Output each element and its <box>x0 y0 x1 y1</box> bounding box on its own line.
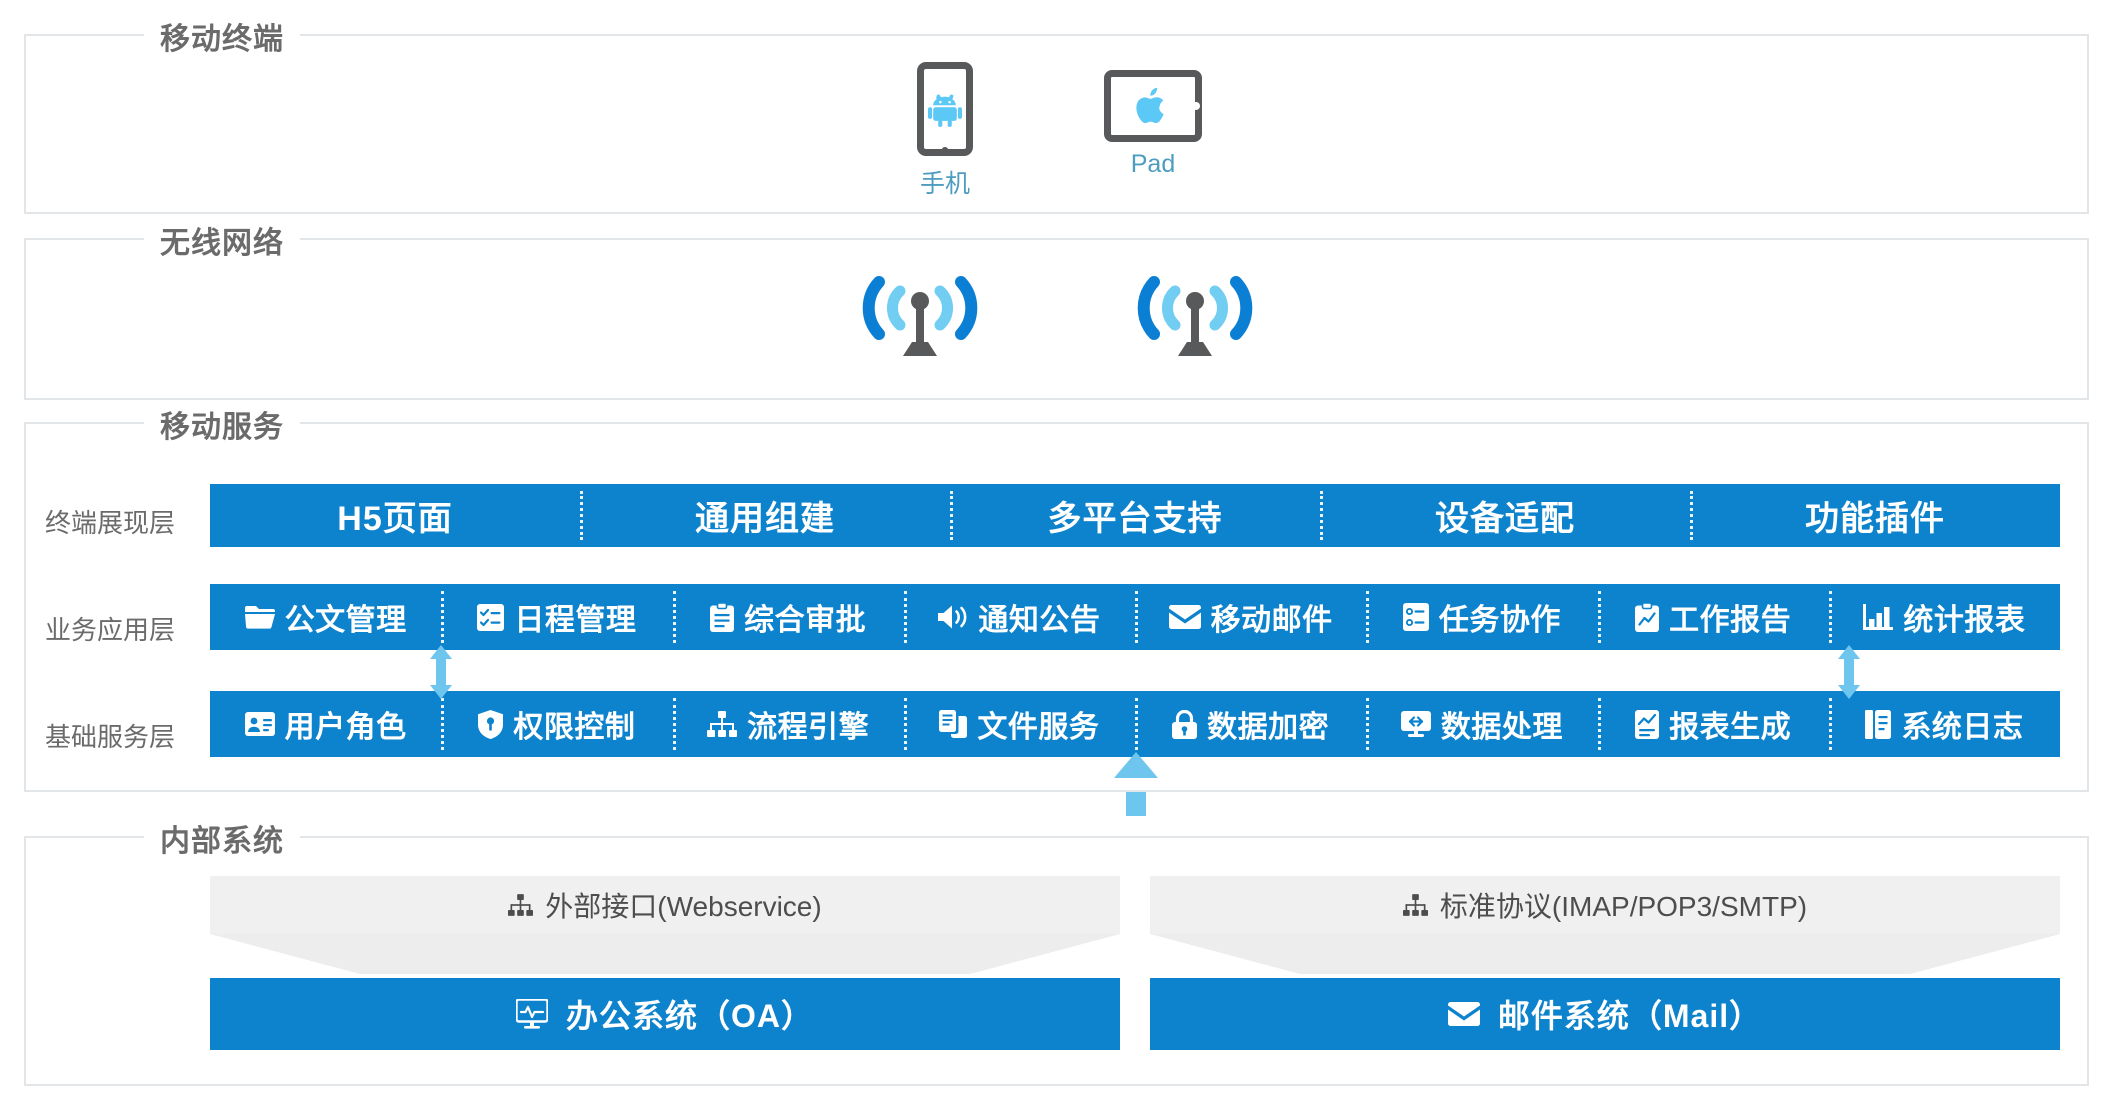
service-cell-file-service[interactable]: 文件服务 <box>903 691 1135 757</box>
bar-chart-icon <box>1863 604 1894 630</box>
service-cell-components[interactable]: 通用组建 <box>580 484 950 547</box>
apple-logo-icon <box>1111 77 1195 135</box>
device-label-tablet: Pad <box>1130 150 1176 178</box>
row-label-application: 业务应用层 <box>45 615 176 645</box>
layer-bar-presentation: H5页面 通用组建 多平台支持 设备适配 功能插件 <box>210 484 2060 547</box>
clipboard-icon <box>710 602 735 632</box>
service-cell-user-role[interactable]: 用户角色 <box>210 691 441 757</box>
service-cell-data-process[interactable]: 数据处理 <box>1366 691 1597 757</box>
checklist-icon <box>477 603 505 631</box>
file-copy-icon <box>939 710 968 738</box>
service-cell-workflow-engine[interactable]: 流程引擎 <box>672 691 904 757</box>
panel-legend-mobile-service: 移动服务 <box>144 402 300 446</box>
panel-legend-wireless-network: 无线网络 <box>144 218 300 262</box>
protocol-label-webservice: 外部接口(Webservice) <box>545 891 822 922</box>
envelope-icon <box>1447 1002 1480 1026</box>
protocol-bar-standard: 标准协议(IMAP/POP3/SMTP) <box>1150 876 2060 934</box>
device-phone: 手机 <box>890 62 1000 200</box>
protocol-label-standard: 标准协议(IMAP/POP3/SMTP) <box>1439 891 1808 922</box>
report-chart-icon <box>1635 602 1660 632</box>
lock-icon <box>1172 709 1198 739</box>
row-label-presentation: 终端展现层 <box>45 508 176 538</box>
panel-legend-mobile-terminal: 移动终端 <box>144 14 300 58</box>
funnel-connector-oa <box>210 934 1120 979</box>
system-bar-oa[interactable]: 办公系统（OA） <box>210 978 1120 1050</box>
system-label-oa: 办公系统（OA） <box>565 998 814 1034</box>
service-cell-plugins[interactable]: 功能插件 <box>1690 484 2060 547</box>
service-cell-report-generate[interactable]: 报表生成 <box>1597 691 1829 757</box>
connector-app-to-base-left <box>428 645 454 704</box>
system-label-mail: 邮件系统（Mail） <box>1497 998 1763 1034</box>
service-cell-system-log[interactable]: 系统日志 <box>1828 691 2060 757</box>
tasklist-icon <box>1402 603 1429 631</box>
row-label-foundation: 基础服务层 <box>45 722 176 752</box>
connector-app-to-base-right <box>1836 645 1862 704</box>
id-badge-icon <box>244 712 275 736</box>
android-phone-icon <box>917 62 973 156</box>
layer-bar-application: 公文管理 日程管理 综合审批 <box>210 584 2060 650</box>
apple-tablet-icon <box>1104 70 1202 142</box>
service-cell-task-collab[interactable]: 任务协作 <box>1366 584 1597 650</box>
folder-icon <box>244 604 275 630</box>
funnel-connector-mail <box>1150 934 2060 979</box>
system-bar-mail[interactable]: 邮件系统（Mail） <box>1150 978 2060 1050</box>
antenna-tower-icon-1 <box>855 268 985 369</box>
envelope-icon <box>1168 605 1201 629</box>
service-cell-h5[interactable]: H5页面 <box>337 500 453 538</box>
service-cell-device-adapt[interactable]: 设备适配 <box>1320 484 1690 547</box>
protocol-bar-webservice: 外部接口(Webservice) <box>210 876 1120 934</box>
megaphone-icon <box>938 604 968 630</box>
service-cell-approval[interactable]: 综合审批 <box>672 584 904 650</box>
android-robot-icon <box>924 69 966 149</box>
monitor-pulse-icon <box>515 999 548 1029</box>
sitemap-icon <box>508 894 534 916</box>
sitemap-icon <box>1402 894 1428 916</box>
service-cell-permission[interactable]: 权限控制 <box>441 691 672 757</box>
device-label-phone: 手机 <box>919 170 970 198</box>
shield-key-icon <box>478 709 504 739</box>
data-process-icon <box>1400 711 1431 737</box>
service-cell-multiplatform[interactable]: 多平台支持 <box>950 484 1320 547</box>
service-cell-encryption[interactable]: 数据加密 <box>1135 691 1366 757</box>
layer-bar-foundation: 用户角色 权限控制 流程引擎 <box>210 691 2060 757</box>
service-cell-mobile-mail[interactable]: 移动邮件 <box>1135 584 1366 650</box>
log-book-icon <box>1865 709 1892 739</box>
service-cell-announcement[interactable]: 通知公告 <box>903 584 1135 650</box>
service-cell-statistics[interactable]: 统计报表 <box>1828 584 2060 650</box>
report-doc-icon <box>1635 709 1660 739</box>
panel-mobile-terminal: 移动终端 <box>24 14 2089 214</box>
sitemap-icon <box>707 711 738 737</box>
service-cell-work-report[interactable]: 工作报告 <box>1597 584 1829 650</box>
panel-legend-internal-systems: 内部系统 <box>144 816 300 860</box>
service-cell-document-mgmt[interactable]: 公文管理 <box>210 584 441 650</box>
service-cell-schedule-mgmt[interactable]: 日程管理 <box>441 584 672 650</box>
device-tablet: Pad <box>1088 70 1218 179</box>
panel-wireless-network: 无线网络 <box>24 218 2089 400</box>
antenna-tower-icon-2 <box>1130 268 1260 369</box>
